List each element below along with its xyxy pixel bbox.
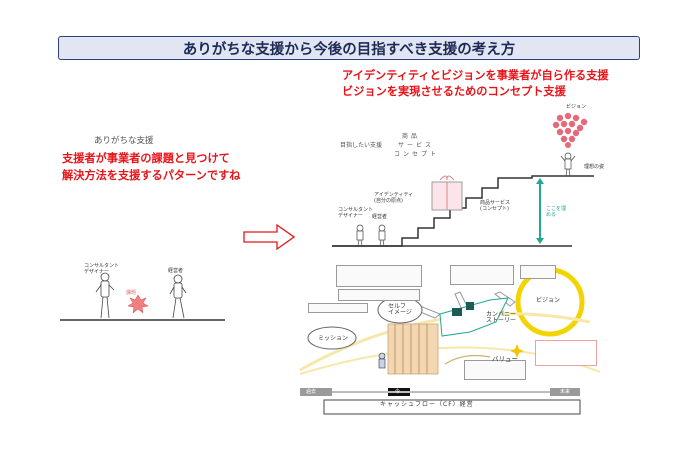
timeline-past: 過去: [306, 389, 317, 395]
diagram-note-box-5: [520, 265, 556, 279]
left-illustration: [60, 272, 225, 321]
company-story-label: カンパニー ストーリー: [486, 311, 517, 324]
mission-label: ミッション: [318, 335, 349, 342]
stairs-caption: 目指したい支援: [340, 142, 383, 149]
diagram-note-box-6: [464, 360, 526, 380]
stairs-illustration: [332, 112, 594, 247]
ideal-label: 理想の姿: [584, 164, 605, 170]
right-heading-line-1: アイデンティティとビジョンを事業者が自ら作る支援: [342, 69, 609, 82]
product-term-3: コンセプト: [394, 151, 440, 158]
timeline-future: 未来: [560, 389, 571, 395]
diagram-person-figure: [378, 352, 386, 369]
identity-label: アイデンティティ (自分の原点): [374, 192, 414, 204]
diagram-note-box-3: [308, 303, 368, 313]
manager-figure: [169, 274, 187, 319]
product-term-2: サービス: [398, 142, 435, 149]
self-image-label: セルフ イメージ: [388, 303, 412, 316]
diagram-note-box-4: [450, 265, 514, 285]
vision-label: ビジョン: [566, 104, 587, 110]
product-terms: 商品 サービス コンセプト: [394, 132, 439, 159]
right-heading: アイデンティティとビジョンを事業者が自ら作る支援 ビジョンを実現させるためのコン…: [342, 68, 609, 100]
left-caption: ありがちな支援: [94, 136, 154, 146]
problem-burst-icon: [127, 294, 149, 314]
transition-arrow-icon: [243, 224, 295, 250]
diagram-note-box-2: [338, 289, 420, 301]
consultant-figure: [95, 272, 115, 319]
left-heading-line-1: 支援者が事業者の課題と見つけて: [62, 152, 230, 165]
left-manager-label: 経営者: [168, 268, 184, 274]
vision-circle-label: ビジョン: [536, 297, 561, 304]
stairs-manager-label: 経営者: [372, 214, 388, 220]
right-heading-line-2: ビジョンを実現させるためのコンセプト支援: [342, 85, 566, 98]
page-title: ありがちな支援から今後の目指すべき支援の考え方: [58, 36, 640, 60]
gift-box-icon: [431, 175, 463, 211]
timeline-present: 今: [395, 389, 401, 395]
gap-label: ここを埋める: [546, 206, 567, 218]
left-heading-line-2: 解決方法を支援するパターンですね: [62, 169, 241, 182]
stairs-consultant-label: コンサルタント デザイナー: [338, 207, 374, 219]
stairs-consultant-figure: [356, 224, 364, 247]
left-problem-label: 課題: [126, 290, 137, 296]
stairs-manager-figure: [378, 224, 386, 247]
hearts-vision-icon: [552, 112, 588, 148]
cashflow-label: キャッシュフロー（CF）経営: [380, 401, 474, 408]
value-label: バリュー: [492, 355, 518, 363]
company-story-arrow-icon: [439, 297, 509, 337]
diagram-note-box-red: [535, 340, 597, 366]
diagram-note-box-1: [336, 265, 422, 287]
left-consultant-label: コンサルタント デザイナー: [84, 263, 120, 275]
product-service-label: 商品サービス (コンセプト): [480, 200, 511, 212]
left-heading: 支援者が事業者の課題と見つけて 解決方法を支援するパターンですね: [62, 150, 240, 184]
ideal-person-figure: [560, 152, 576, 177]
product-term-1: 商品: [402, 133, 421, 140]
